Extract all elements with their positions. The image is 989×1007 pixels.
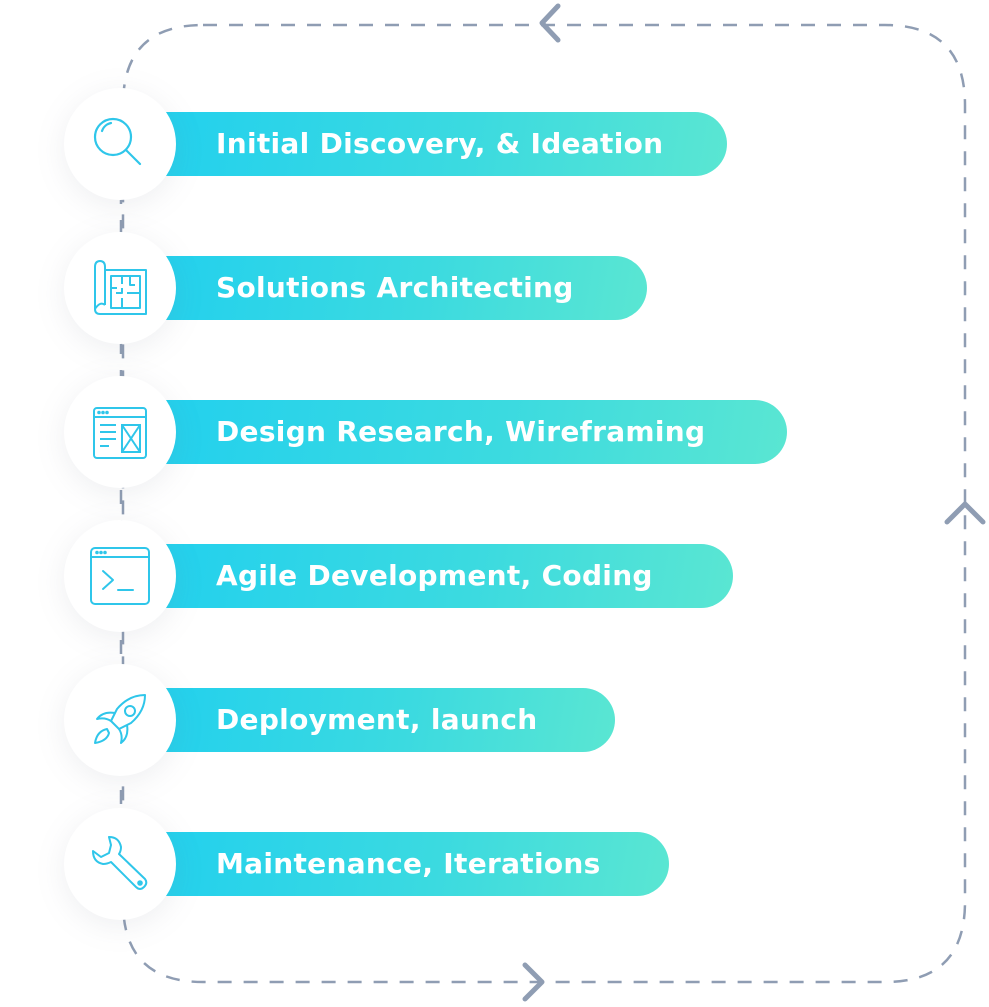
step-pill: [150, 400, 787, 464]
blueprint-icon: [94, 260, 147, 315]
wrench-icon: [92, 836, 148, 890]
step-icon-badge: [64, 232, 176, 344]
step-icon-badge: [64, 88, 176, 200]
step-label: Design Research, Wireframing: [216, 415, 706, 448]
rocket-icon: [94, 694, 146, 744]
step-pill: [150, 544, 733, 608]
step-label: Agile Development, Coding: [216, 559, 653, 592]
terminal-window-icon: [90, 547, 150, 605]
step-icon-badge: [64, 520, 176, 632]
step-icon-badge: [64, 808, 176, 920]
step-label: Solutions Architecting: [216, 271, 574, 304]
step-label: Initial Discovery, & Ideation: [216, 127, 664, 160]
cycle-loop-path: [121, 23, 967, 984]
magnifier-icon: [93, 117, 142, 166]
step-icon-badge: [64, 376, 176, 488]
step-icon-badge: [64, 664, 176, 776]
step-pill: [150, 112, 727, 176]
arrow-left-icon: [539, 3, 561, 43]
arrow-up-icon: [944, 501, 986, 525]
arrow-right-icon: [522, 962, 545, 1002]
step-pill: [150, 688, 615, 752]
step-pill: [150, 832, 669, 896]
wireframe-window-icon: [93, 407, 147, 459]
step-pill: [150, 256, 647, 320]
step-label: Deployment, launch: [216, 703, 538, 736]
step-label: Maintenance, Iterations: [216, 847, 601, 880]
